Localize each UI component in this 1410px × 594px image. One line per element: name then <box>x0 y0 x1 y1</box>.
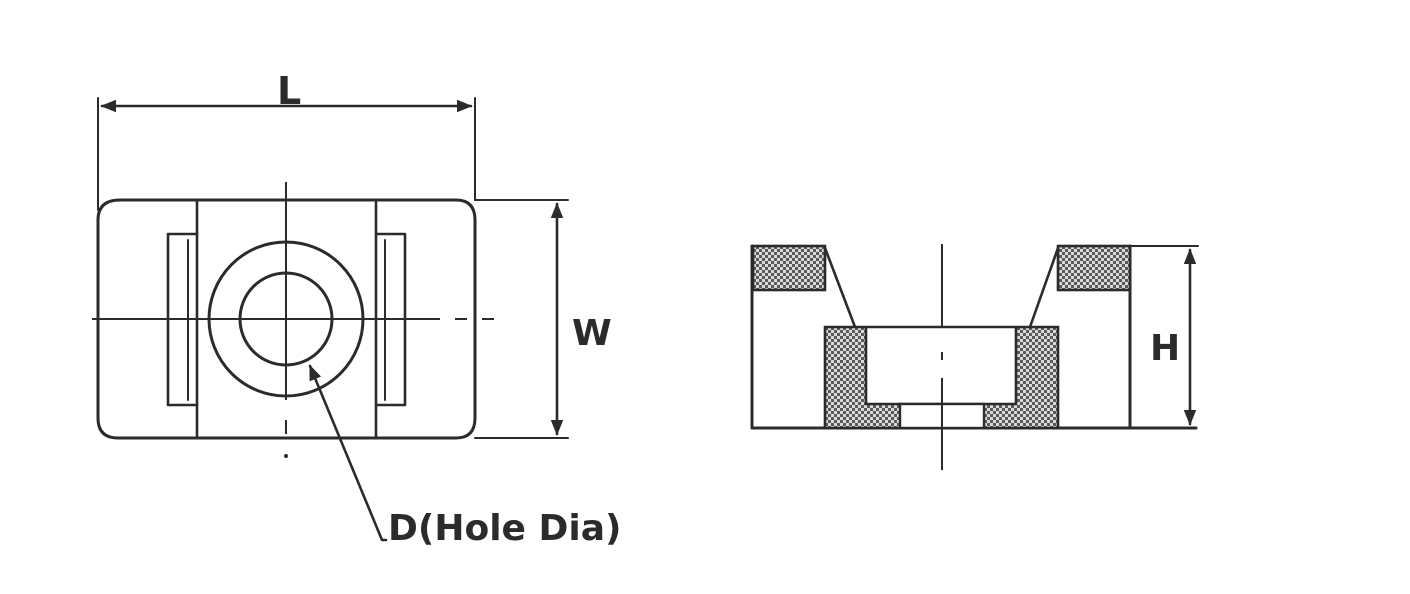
hole-label: D(Hole Dia) <box>388 508 621 549</box>
length-label: L <box>277 69 301 113</box>
side-view <box>750 244 1199 470</box>
centerline-dot <box>284 454 288 458</box>
width-label: W <box>572 313 612 354</box>
left-top-hatched-block <box>751 244 827 292</box>
hole-leader-line <box>308 364 388 542</box>
left-slant-line <box>823 246 857 329</box>
right-top-hatched-block <box>1056 244 1132 292</box>
mount-outline <box>96 198 477 440</box>
top-view <box>92 97 569 542</box>
height-label: H <box>1150 328 1180 369</box>
right-slant-line <box>1028 246 1060 329</box>
